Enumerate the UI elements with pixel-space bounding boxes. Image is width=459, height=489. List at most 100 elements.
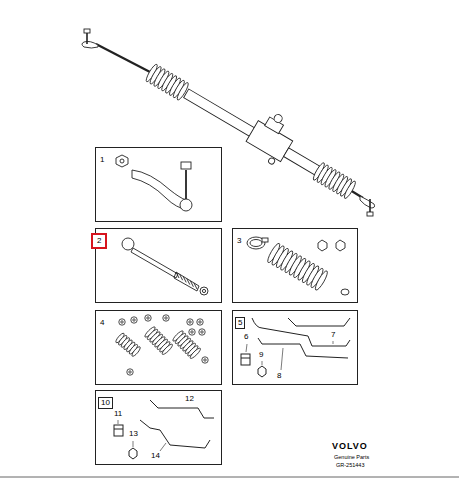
bottom-rule (0, 477, 459, 478)
drawing-stroke (118, 420, 119, 424)
drawing-stroke (273, 113, 284, 124)
drawing-stroke (131, 248, 178, 278)
drawing-stroke (284, 148, 320, 175)
boot-set (115, 315, 209, 375)
panel-number: 3 (234, 235, 244, 247)
drawing-stroke (199, 329, 205, 335)
callout-number: 12 (184, 395, 195, 403)
drawing-stroke (241, 354, 250, 365)
panel-number: 10 (98, 397, 113, 409)
drawing-stroke (341, 289, 349, 295)
drawing-stroke (288, 318, 350, 326)
drawing-stroke (144, 326, 174, 356)
drawing-stroke (131, 317, 137, 323)
drawing-stroke (336, 240, 345, 251)
part-panel: 3 (232, 228, 358, 303)
drawing-stroke (165, 317, 167, 319)
part-panel: 1 (95, 147, 222, 222)
drawing-stroke (133, 441, 134, 447)
drawing-stroke (241, 358, 250, 359)
part-panel: 5 (232, 310, 358, 385)
drawing-stroke (201, 331, 203, 333)
drawing-stroke (252, 318, 350, 346)
drawing-stroke (189, 347, 202, 360)
drawing-stroke (333, 341, 334, 344)
steering-rack (82, 29, 375, 216)
part-panel: 2 (95, 228, 222, 303)
tie-rod-end (116, 155, 192, 211)
drawing-stroke (114, 425, 123, 436)
drawing-stroke (202, 357, 208, 363)
drawing-stroke (189, 329, 195, 335)
drawing-stroke (174, 272, 199, 291)
drawing-stroke (84, 29, 90, 33)
drawing-stroke (145, 315, 151, 321)
drawing-stroke (140, 420, 210, 448)
drawing-stroke (116, 155, 128, 167)
drawing-stroke (200, 287, 208, 295)
panel-number: 2 (91, 233, 107, 249)
callout-number: 9 (258, 351, 264, 359)
drawing-stroke (367, 212, 373, 216)
drawing-stroke (268, 157, 276, 165)
drawing-stroke (147, 317, 149, 319)
brand-tagline: Genuine Parts (333, 455, 370, 461)
drawing-stroke (250, 240, 262, 247)
drawing-stroke (258, 338, 348, 358)
drawing-stroke (121, 321, 123, 323)
drawing-stroke (160, 443, 166, 451)
panel-number: 1 (97, 154, 107, 166)
drawing-stroke (115, 332, 142, 357)
drawing-stroke (129, 448, 137, 459)
drawing-stroke (181, 162, 191, 169)
drawing-stroke (204, 359, 206, 361)
panel-number: 4 (97, 317, 107, 329)
drawing-stroke (191, 331, 193, 333)
drawing-stroke (360, 196, 375, 208)
drawing-stroke (140, 47, 366, 207)
drawing-stroke (119, 319, 125, 325)
panel-number: 5 (235, 317, 245, 329)
return-lines (241, 318, 350, 377)
callout-number: 8 (276, 372, 282, 380)
drawing-stroke (163, 315, 169, 321)
drawing-stroke (161, 343, 174, 356)
drawing-stroke (262, 238, 268, 242)
drawing-stroke (184, 89, 256, 137)
drawing-stroke (202, 289, 205, 292)
drawing-stroke (197, 319, 203, 325)
drawing-stroke (172, 330, 202, 360)
drawing-stroke (180, 199, 192, 211)
drawing-stroke (150, 400, 214, 418)
drawing-stroke (129, 371, 131, 373)
drawing-stroke (187, 319, 193, 325)
drawing-stroke (82, 41, 98, 48)
drawing-stroke (343, 180, 357, 200)
drawing-stroke (246, 344, 247, 352)
drawing-stroke (262, 361, 263, 365)
drawing-stroke (131, 346, 142, 358)
callout-number: 7 (330, 331, 336, 339)
return-lines (114, 400, 214, 459)
drawing-stroke (258, 366, 266, 377)
drawing-stroke (318, 240, 327, 251)
drawing-stroke (133, 319, 135, 321)
drawing-stroke (174, 272, 199, 291)
drawing-stroke (122, 238, 134, 250)
brand-logo: VOLVO (331, 442, 369, 451)
callout-number: 6 (243, 333, 249, 341)
drawing-stroke (313, 270, 329, 292)
drawing-stroke (119, 315, 208, 375)
drawing-stroke (114, 429, 123, 430)
callout-number: 13 (128, 430, 139, 438)
drawing-number: GR-251443 (335, 463, 365, 469)
inner-tie-rod (122, 238, 208, 295)
drawing-stroke (127, 369, 133, 375)
drawing-stroke (96, 44, 150, 72)
callout-number: 14 (150, 452, 161, 460)
boot-kit (247, 237, 349, 295)
drawing-stroke (281, 348, 283, 370)
part-panel: 4 (95, 310, 222, 385)
